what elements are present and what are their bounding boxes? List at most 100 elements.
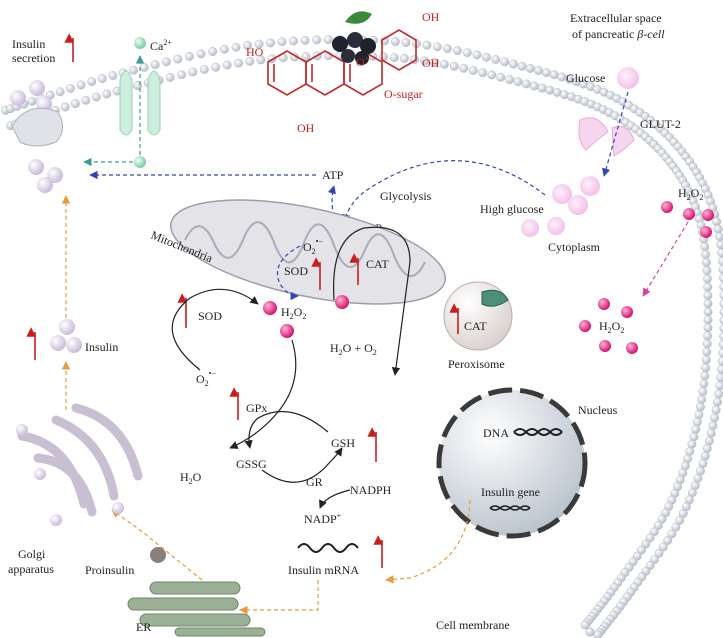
lipid-head bbox=[593, 630, 603, 638]
lipid-head bbox=[184, 52, 194, 61]
ros-molecule bbox=[683, 208, 695, 220]
ros-molecule bbox=[263, 301, 277, 315]
transcription-arrow bbox=[385, 499, 471, 584]
lipid-head bbox=[549, 70, 559, 80]
o-plus-label: O+ bbox=[356, 54, 370, 69]
glut2-label: GLUT-2 bbox=[640, 117, 681, 131]
lipid-head bbox=[442, 44, 452, 53]
oh-label: OH bbox=[422, 10, 440, 24]
water-oxygen-label: H2O + O2 bbox=[330, 341, 377, 357]
lipid-head bbox=[401, 38, 411, 47]
lipid-head bbox=[654, 548, 664, 558]
lipid-head bbox=[701, 355, 711, 365]
superoxide-arrow bbox=[276, 245, 301, 301]
lipid-head bbox=[534, 66, 543, 75]
ros-molecule bbox=[661, 201, 673, 213]
lipid-head bbox=[525, 64, 535, 73]
gene-helix-icon bbox=[489, 505, 531, 511]
calcium-ion bbox=[134, 156, 146, 168]
lipid-head bbox=[689, 432, 699, 442]
lipid-head bbox=[27, 97, 37, 106]
lipid-head bbox=[487, 70, 497, 80]
lipid-head bbox=[430, 58, 439, 67]
lipid-head bbox=[161, 57, 171, 67]
glucose-molecule bbox=[552, 184, 572, 204]
lipid-head bbox=[698, 459, 708, 468]
lipid-head bbox=[659, 542, 668, 552]
ros-molecule bbox=[599, 340, 611, 352]
endoplasmic-reticulum bbox=[127, 581, 266, 637]
gsh-label: GSH bbox=[331, 436, 355, 450]
lipid-head bbox=[452, 46, 462, 55]
lipid-head bbox=[645, 533, 655, 543]
superoxide-label: O2•− bbox=[303, 237, 323, 256]
lipid-head bbox=[432, 42, 442, 52]
lipid-head bbox=[580, 620, 590, 630]
insulin-label: Insulin bbox=[85, 340, 118, 354]
h2o2-diffusion-arrow bbox=[642, 221, 689, 297]
insulin-secretion-label-2: secretion bbox=[12, 51, 55, 65]
vesicle bbox=[112, 502, 124, 514]
lipid-head bbox=[420, 56, 429, 66]
lipid-head bbox=[702, 257, 711, 267]
lipid-head bbox=[711, 405, 721, 415]
ros-molecule bbox=[626, 342, 638, 354]
peroxisome-label: Peroxisome bbox=[448, 357, 505, 371]
dna-label: DNA bbox=[483, 426, 509, 440]
lipid-head bbox=[478, 68, 487, 78]
lipid-head bbox=[55, 87, 65, 97]
ros-molecule bbox=[700, 226, 712, 238]
insulin-vesicle bbox=[59, 319, 75, 335]
lipid-head bbox=[472, 50, 482, 60]
lipid-head bbox=[718, 340, 723, 349]
ros-molecule bbox=[335, 295, 349, 309]
secretion-area: Insulin secretion Ca2+ bbox=[10, 33, 172, 193]
cat-mito-label: CAT bbox=[366, 257, 389, 271]
lipid-head bbox=[129, 65, 138, 75]
lipid-head bbox=[719, 323, 723, 333]
lipid-head bbox=[702, 444, 712, 453]
cytoplasm-label: Cytoplasm bbox=[548, 240, 601, 254]
catalase-icon bbox=[481, 289, 509, 307]
lipid-head bbox=[277, 37, 287, 47]
cell-membrane bbox=[1, 35, 723, 638]
lipid-head bbox=[702, 266, 712, 275]
lipid-head bbox=[60, 102, 70, 112]
lipid-head bbox=[719, 282, 723, 292]
golgi-label: Golgi bbox=[18, 547, 46, 561]
lipid-head bbox=[702, 347, 712, 357]
blueberries bbox=[332, 11, 376, 65]
lipid-head bbox=[496, 72, 506, 82]
lipid-head bbox=[491, 55, 501, 64]
lipid-head bbox=[165, 73, 175, 82]
vesicle bbox=[28, 159, 44, 175]
lipid-head bbox=[468, 66, 478, 75]
lipid-head bbox=[459, 63, 469, 73]
lipid-head bbox=[513, 77, 523, 87]
cat-reaction-arrow bbox=[332, 226, 411, 376]
translation-arrow bbox=[239, 580, 319, 615]
lipid-head bbox=[703, 274, 712, 284]
lipid-head bbox=[91, 92, 101, 102]
ho-label: HO bbox=[246, 45, 264, 59]
lipid-head bbox=[649, 527, 659, 537]
lipid-head bbox=[585, 627, 595, 637]
insulin-vesicle bbox=[66, 337, 82, 353]
lipid-head bbox=[713, 224, 723, 234]
lipid-head bbox=[87, 77, 97, 87]
lipid-head bbox=[76, 80, 86, 90]
superoxide-label: O2•− bbox=[196, 369, 216, 388]
lipid-head bbox=[650, 555, 659, 564]
lipid-head bbox=[234, 58, 244, 68]
glycolysis-arrow bbox=[341, 160, 546, 223]
lipid-head bbox=[102, 89, 112, 99]
vesicle bbox=[16, 424, 28, 436]
lipid-head bbox=[703, 299, 713, 309]
lipid-head bbox=[716, 240, 723, 250]
lipid-head bbox=[108, 71, 118, 81]
lipid-head bbox=[517, 61, 527, 71]
lipid-head bbox=[222, 60, 232, 70]
glucose-molecule bbox=[580, 176, 600, 196]
atp-label: ATP bbox=[322, 168, 344, 182]
lipid-head bbox=[691, 425, 701, 434]
